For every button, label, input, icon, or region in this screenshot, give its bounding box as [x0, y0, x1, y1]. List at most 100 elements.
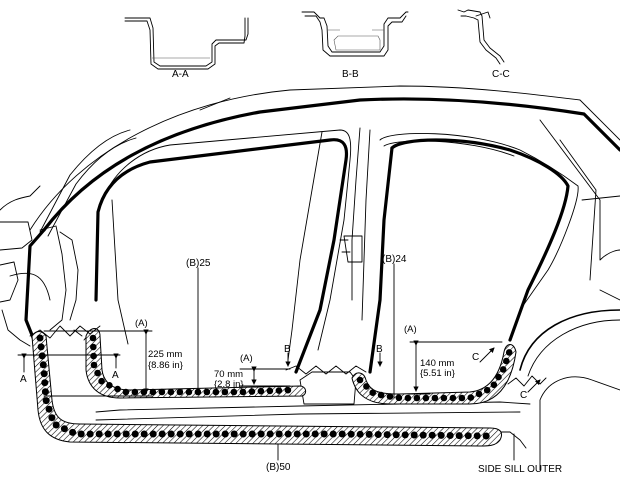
sealer-dot	[302, 430, 310, 438]
sealer-dot	[95, 430, 103, 438]
sealer-dot	[90, 352, 97, 360]
sealer-dot	[221, 388, 229, 396]
sealer-dot	[449, 394, 457, 402]
sealer-dot	[185, 430, 193, 438]
sealer-dot	[356, 376, 364, 384]
sealer-dot	[149, 430, 157, 438]
sealer-dot	[383, 431, 391, 439]
section-bb-label: B-B	[342, 69, 359, 80]
sealer-dot	[458, 394, 466, 402]
sealer-dot	[212, 430, 220, 438]
sealer-dot	[266, 430, 274, 438]
dim-rear-ref: (A)	[404, 324, 417, 335]
sealer-dot	[483, 386, 491, 394]
sealer-dot	[356, 430, 364, 438]
sealer-dot	[257, 387, 265, 395]
sealer-dot	[230, 430, 238, 438]
sealer-dot	[89, 334, 97, 342]
section-marker-c-top: C	[472, 352, 479, 363]
sealer-dot	[60, 425, 68, 433]
sealer-dot	[48, 414, 56, 422]
section-marker-a-right: A	[112, 370, 119, 381]
sealer-dot	[221, 430, 229, 438]
sealer-dot	[266, 387, 274, 395]
sealer-dot	[194, 430, 202, 438]
sealer-dots-b25	[89, 334, 292, 396]
sealer-dot	[90, 343, 97, 351]
sealer-dot	[413, 394, 421, 402]
sealer-dot	[505, 349, 513, 356]
section-marker-b-right: B	[376, 344, 383, 355]
callout-side-sill-outer: SIDE SILL OUTER	[478, 464, 562, 475]
section-bb-profile	[301, 11, 409, 57]
sealer-dot	[374, 431, 382, 438]
sealer-dot	[395, 394, 403, 402]
sealer-dot	[347, 430, 355, 438]
sealer-dot	[404, 394, 412, 402]
sealer-dot	[158, 388, 166, 396]
sealer-dot	[422, 394, 430, 402]
sealer-dot	[86, 430, 94, 438]
sealer-dot	[239, 430, 247, 438]
sealer-dot	[419, 431, 427, 439]
sealer-dot	[77, 430, 85, 438]
sealer-dot	[475, 390, 483, 398]
sealer-dot	[329, 430, 337, 438]
sealer-dot	[410, 431, 418, 439]
sealer-dot	[45, 405, 53, 413]
sealer-dot	[338, 430, 346, 438]
section-cc-profile	[457, 9, 505, 65]
sealer-dot	[473, 432, 481, 440]
sealer-dot	[369, 389, 377, 397]
sealer-dot	[36, 334, 44, 342]
section-aa-profile	[124, 17, 249, 70]
sealer-dot	[467, 394, 475, 401]
sealer-dot	[275, 430, 283, 438]
sealer-dot	[437, 431, 445, 439]
sealer-dot	[440, 394, 448, 402]
leader-lines	[17, 263, 541, 461]
sealer-dot	[386, 393, 394, 400]
dim-rear-inch: {5.51 in}	[420, 368, 455, 379]
sealer-dots-b50	[36, 334, 490, 440]
callout-b50: (B)50	[266, 462, 291, 473]
sealer-dot	[431, 394, 439, 402]
sealer-dot	[176, 430, 184, 438]
dim-rear-mm: 140 mm	[420, 358, 454, 369]
section-marker-b-left: B	[284, 344, 291, 355]
sealer-dot	[94, 369, 101, 377]
sealer-dot	[114, 385, 121, 393]
sealer-dot	[158, 430, 166, 438]
sealer-dot	[365, 430, 373, 438]
sealer-dot	[428, 431, 436, 439]
section-marker-a-left: A	[20, 374, 27, 385]
sealer-dots-b24	[356, 349, 513, 402]
sealer-dot	[69, 428, 77, 436]
sealer-dot	[167, 430, 175, 438]
sealer-dot	[248, 430, 256, 438]
callout-b24: (B)24	[382, 254, 407, 265]
sealer-dot	[131, 430, 139, 438]
sealer-dot	[113, 430, 121, 438]
sealer-dot	[248, 388, 256, 395]
sealer-dot	[377, 391, 385, 399]
sealer-dot	[104, 430, 112, 438]
sealer-dot	[40, 370, 48, 378]
sealer-dot	[176, 388, 184, 396]
sealer-dot	[311, 430, 319, 438]
section-cc-label: C-C	[492, 69, 510, 80]
sealer-dot	[495, 373, 502, 381]
sealer-dot	[52, 421, 60, 429]
sealer-dot	[284, 386, 292, 394]
sealer-dot	[363, 383, 370, 390]
sealer-dot	[106, 382, 113, 389]
sealer-dot	[464, 432, 472, 440]
sealer-bead-b24	[351, 344, 517, 405]
dim-mid-ref: (A)	[240, 353, 253, 364]
sealer-dot	[98, 377, 105, 385]
dim-front-mm: 225 mm	[148, 349, 182, 360]
sealer-dot	[446, 432, 454, 439]
sealer-dot	[401, 431, 409, 439]
sealer-dot	[149, 388, 157, 396]
